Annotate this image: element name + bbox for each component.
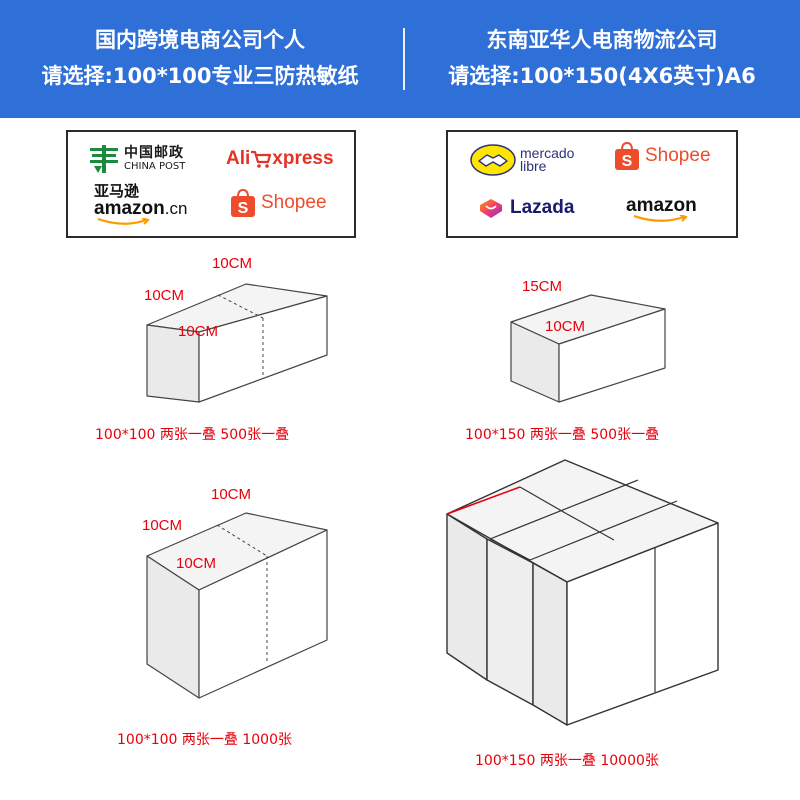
box4-caption: 100*150 两张一叠 10000张 [475, 753, 659, 769]
box1-dim-left: 10CM [144, 287, 185, 304]
shopee-logo-left: S Shopee [230, 188, 327, 218]
header-left: 国内跨境电商公司个人 请选择:100*100专业三防热敏纸 [0, 22, 400, 94]
lazada-logo: Lazada [478, 196, 574, 220]
logo-box-domestic: 中国邮政 CHINA POST Ali xpress 亚马逊 amazon.cn [66, 130, 356, 238]
amazon-cn-logo: 亚马逊 amazon.cn [94, 184, 187, 226]
mercado-text-line2: libre [520, 158, 547, 174]
box-100x100-1000 [146, 512, 328, 699]
aliexpress-text-a: Ali [226, 148, 251, 169]
amazon-text: amazon [626, 195, 697, 216]
lazada-text: Lazada [510, 197, 575, 218]
china-post-icon [90, 145, 118, 173]
mercado-libre-logo: mercado libre [470, 144, 574, 176]
box-100x100-500 [146, 283, 328, 403]
header-right-subtitle: 请选择:100*150(4X6英寸)A6 [448, 64, 756, 88]
mercado-handshake-icon [470, 144, 516, 176]
box1-dim-front: 10CM [178, 323, 219, 340]
amazon-smile-icon [633, 215, 688, 222]
box2-caption: 100*150 两张一叠 500张一叠 [465, 427, 660, 443]
box2-dim-top: 15CM [522, 278, 563, 295]
shopee-bag-icon: S [231, 188, 255, 217]
amazon-cn-suffix: .cn [164, 199, 188, 218]
amazon-logo: amazon [626, 196, 697, 223]
amazon-cn-chinese: 亚马逊 [94, 182, 140, 200]
shopee-bag-letter: S [238, 200, 249, 217]
box1-caption: 100*100 两张一叠 500张一叠 [95, 427, 290, 443]
header-right-title: 东南亚华人电商物流公司 [486, 28, 718, 52]
china-post-en: CHINA POST [124, 161, 186, 172]
mercado-text-line1: mercado [520, 145, 575, 161]
box2-dim-front: 10CM [545, 318, 586, 335]
shopee-bag-icon: S [615, 141, 639, 170]
shopee-text-left: Shopee [261, 192, 327, 213]
header-divider [403, 28, 405, 90]
header-banner: 国内跨境电商公司个人 请选择:100*100专业三防热敏纸 东南亚华人电商物流公… [0, 0, 800, 118]
box3-dim-left: 10CM [142, 517, 183, 534]
amazon-smile-icon [97, 218, 150, 225]
logo-box-southeast-asia: mercado libre S Shopee Lazada [446, 130, 738, 238]
amazon-cn-word: amazon [94, 198, 165, 219]
header-left-title: 国内跨境电商公司个人 [95, 28, 305, 52]
box3-caption: 100*100 两张一叠 1000张 [117, 732, 292, 748]
cart-icon [251, 150, 272, 168]
box-100x150-10000 [446, 459, 719, 726]
box-100x150-500 [510, 294, 666, 403]
shopee-logo-right: S Shopee [614, 141, 711, 171]
header-left-subtitle: 请选择:100*100专业三防热敏纸 [41, 64, 359, 88]
box3-dim-front: 10CM [176, 555, 217, 572]
china-post-cn: 中国邮政 [124, 145, 184, 161]
lazada-heart-icon [480, 199, 502, 218]
china-post-logo: 中国邮政 CHINA POST [88, 144, 185, 174]
box3-dim-top: 10CM [211, 486, 252, 503]
aliexpress-logo: Ali xpress [226, 148, 334, 170]
header-right: 东南亚华人电商物流公司 请选择:100*150(4X6英寸)A6 [402, 22, 800, 94]
shopee-text-right: Shopee [645, 145, 711, 166]
aliexpress-text-b: xpress [272, 148, 334, 169]
box1-dim-top: 10CM [212, 255, 253, 272]
shopee-bag-letter: S [622, 153, 633, 170]
